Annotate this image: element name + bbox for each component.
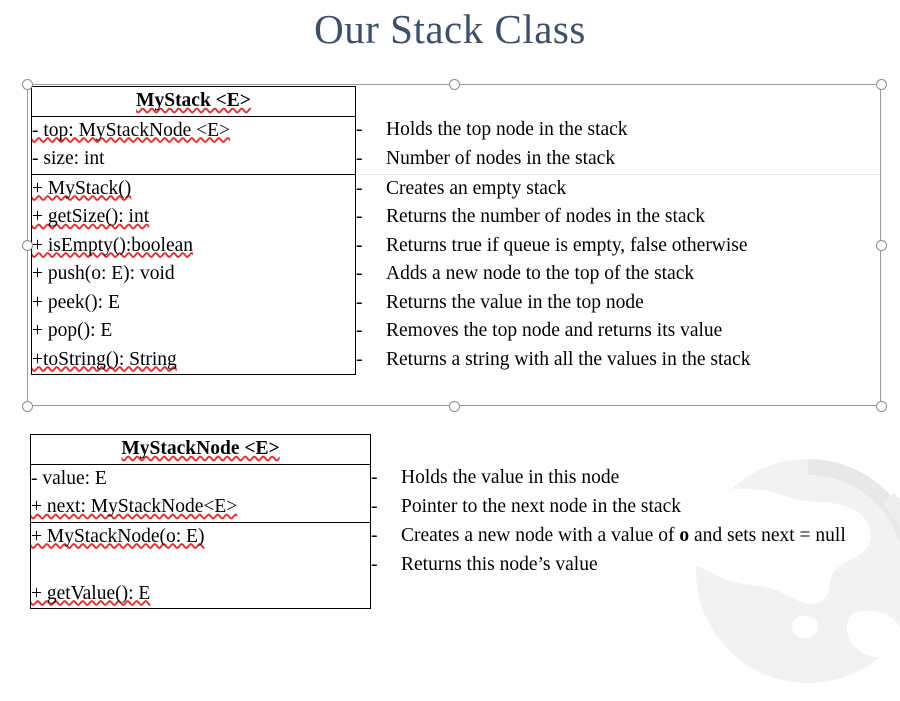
dash-bullet: - xyxy=(356,119,363,140)
dash-bullet: - xyxy=(356,263,363,284)
member-value: - value: E xyxy=(31,467,107,489)
member-next: + next: MyStackNode<E> xyxy=(31,496,238,517)
resize-handle-bottom-center[interactable] xyxy=(448,400,460,412)
method-getvalue: + getValue(): E xyxy=(31,582,151,604)
table-row: - top: MyStackNode <E> - size: int - Hol… xyxy=(31,116,882,175)
dash-bullet: - xyxy=(356,147,363,169)
methods-descriptions-mystack: - Creates an empty stack - Returns the n… xyxy=(356,174,882,375)
uml-class-table-mystack[interactable]: MyStack <E> - top: MyStackNode <E> - siz… xyxy=(31,86,882,375)
list-item: - Returns a string with all the values i… xyxy=(356,346,882,375)
method-peek: + peek(): E xyxy=(32,291,120,313)
class-name-description-spacer xyxy=(371,435,855,465)
list-item: - Removes the top node and returns its v… xyxy=(356,317,882,346)
selection-edge-left xyxy=(27,84,28,406)
dash-bullet: - xyxy=(356,206,363,227)
list-item: - Number of nodes in the stack xyxy=(356,145,882,174)
list-item: - Returns the value in the top node xyxy=(356,289,882,318)
selection-edge-top xyxy=(27,84,881,85)
table-row: MyStackNode <E> xyxy=(30,434,855,465)
table-row: MyStack <E> xyxy=(31,86,882,117)
resize-handle-bottom-right[interactable] xyxy=(875,400,887,412)
methods-cell-mystacknode: + MyStackNode(o: E) + getValue(): E xyxy=(30,522,371,609)
table-row: + MyStackNode(o: E) + getValue(): E - Cr… xyxy=(30,522,855,609)
dash-bullet: - xyxy=(356,348,363,370)
methods-cell-mystack: + MyStack() + getSize(): int + isEmpty()… xyxy=(31,174,356,375)
selection-edge-bottom xyxy=(27,405,881,406)
attributes-descriptions-mystack: - Holds the top node in the stack - Numb… xyxy=(355,116,882,175)
argument-name-o: o xyxy=(679,525,690,546)
method-push: + push(o: E): void xyxy=(32,263,175,284)
description-node-constructor: Creates a new node with a value of o and… xyxy=(401,525,846,546)
member-top: - top: MyStackNode <E> xyxy=(32,119,231,141)
slide-title: Our Stack Class xyxy=(314,6,586,52)
attributes-descriptions-mystacknode: - Holds the value in this node - Pointer… xyxy=(371,464,855,522)
blank-spacer-line xyxy=(31,551,370,580)
method-tostring: +toString(): String xyxy=(32,348,177,370)
method-getsize: + getSize(): int xyxy=(32,206,150,227)
class-name-mystack: MyStack <E> xyxy=(31,86,356,117)
list-item: - Holds the top node in the stack xyxy=(356,116,882,145)
method-node-constructor: + MyStackNode(o: E) xyxy=(31,525,205,547)
attributes-cell-mystacknode: - value: E + next: MyStackNode<E> xyxy=(30,464,371,523)
dash-bullet: - xyxy=(356,320,363,341)
method-constructor: + MyStack() xyxy=(32,177,132,199)
dash-bullet: - xyxy=(356,291,363,313)
resize-handle-bottom-left[interactable] xyxy=(21,400,33,412)
class-name-mystacknode: MyStackNode <E> xyxy=(30,434,371,465)
attributes-cell-mystack: - top: MyStackNode <E> - size: int xyxy=(31,116,356,175)
list-item: - Returns true if queue is empty, false … xyxy=(356,232,882,261)
list-item: - Creates a new node with a value of o a… xyxy=(371,522,855,551)
dash-bullet: - xyxy=(356,177,363,199)
list-item: - Returns this node’s value xyxy=(371,551,855,580)
list-item: - Adds a new node to the top of the stac… xyxy=(356,260,882,289)
dash-bullet: - xyxy=(356,234,363,256)
table-row: + MyStack() + getSize(): int + isEmpty()… xyxy=(31,174,882,375)
dash-bullet: - xyxy=(371,525,378,546)
member-size: - size: int xyxy=(32,148,105,169)
list-item: - Pointer to the next node in the stack xyxy=(371,493,854,522)
dash-bullet: - xyxy=(371,495,378,517)
class-name-description-spacer xyxy=(356,87,882,117)
list-item: - Returns the number of nodes in the sta… xyxy=(356,203,882,232)
uml-class-table-mystacknode[interactable]: MyStackNode <E> - value: E + next: MySta… xyxy=(30,434,855,609)
dash-bullet: - xyxy=(371,553,378,575)
list-item: - Holds the value in this node xyxy=(371,464,854,493)
dash-bullet: - xyxy=(371,467,378,488)
method-pop: + pop(): E xyxy=(32,320,113,341)
methods-descriptions-mystacknode: - Creates a new node with a value of o a… xyxy=(371,522,855,609)
table-row: - value: E + next: MyStackNode<E> - Hold… xyxy=(30,464,855,523)
method-isempty: + isEmpty():boolean xyxy=(32,234,194,256)
list-item: - Creates an empty stack xyxy=(356,175,882,204)
